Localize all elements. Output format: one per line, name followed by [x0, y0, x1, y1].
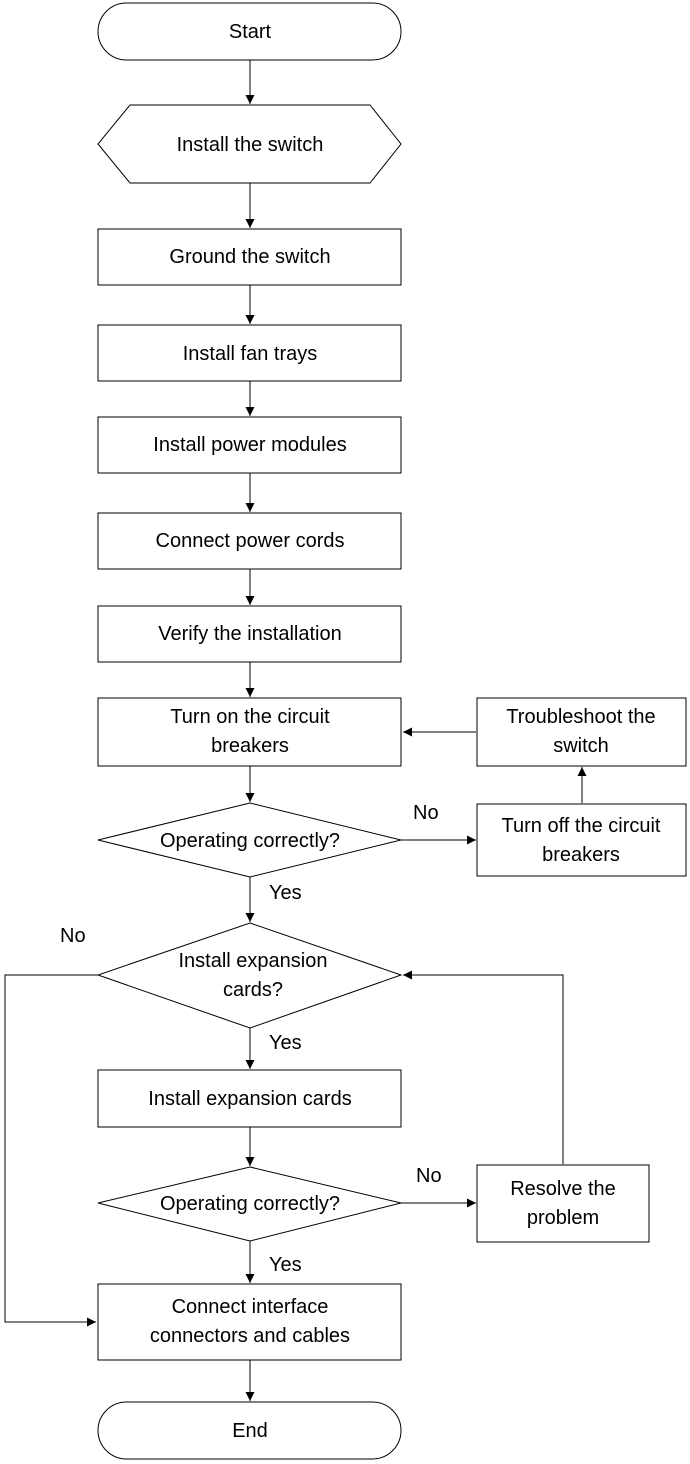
edge-expq-no-connect — [4, 974, 98, 1327]
resolve-problem-node: Resolve the problem — [476, 1164, 650, 1243]
install-expansion-decision: Install expansion cards? — [96, 922, 403, 1029]
install-expansion-cards-node: Install expansion cards — [97, 1069, 402, 1128]
exp-no-label: No — [60, 925, 86, 947]
connect-interface-node: Connect interface connectors and cables — [97, 1283, 402, 1361]
op1-no-label: No — [413, 802, 439, 824]
troubleshoot-switch-node: Troubleshoot the switch — [476, 697, 687, 767]
turn-on-breakers-label-line1: Turn on the circuit — [170, 706, 330, 728]
connect-power-cords-node: Connect power cords — [97, 512, 402, 570]
start-label: Start — [229, 21, 272, 43]
install-switch-node: Install the switch — [97, 104, 402, 184]
turn-off-breakers-label-line2: breakers — [542, 844, 620, 866]
ground-switch-node: Ground the switch — [97, 228, 402, 286]
connect-interface-label-line2: connectors and cables — [150, 1325, 350, 1347]
connect-interface-label-line1: Connect interface — [172, 1296, 329, 1318]
edge-labels: No Yes No Yes No Yes — [60, 802, 442, 1276]
resolve-problem-label-line1: Resolve the — [510, 1178, 616, 1200]
start-node: Start — [97, 2, 402, 61]
operating-correctly-2-decision: Operating correctly? — [97, 1166, 402, 1242]
op2-yes-label: Yes — [269, 1254, 302, 1276]
install-power-modules-node: Install power modules — [97, 416, 402, 474]
verify-installation-node: Verify the installation — [97, 605, 402, 663]
turn-on-breakers-node: Turn on the circuit breakers — [97, 697, 402, 767]
turn-off-breakers-node: Turn off the circuit breakers — [476, 803, 687, 877]
troubleshoot-switch-label-line2: switch — [553, 735, 609, 757]
exp-yes-label: Yes — [269, 1032, 302, 1054]
end-node: End — [97, 1401, 402, 1460]
turn-off-breakers-label-line1: Turn off the circuit — [502, 815, 661, 837]
verify-installation-label: Verify the installation — [158, 623, 341, 645]
connect-power-cords-label: Connect power cords — [156, 530, 345, 552]
op2-no-label: No — [416, 1165, 442, 1187]
troubleshoot-switch-label-line1: Troubleshoot the — [506, 706, 655, 728]
operating-correctly-2-label: Operating correctly? — [160, 1193, 340, 1215]
install-switch-label: Install the switch — [177, 134, 324, 156]
install-expansion-label-line1: Install expansion — [179, 950, 328, 972]
ground-switch-label: Ground the switch — [169, 246, 330, 268]
install-fan-trays-node: Install fan trays — [97, 324, 402, 382]
install-expansion-cards-label: Install expansion cards — [148, 1088, 351, 1110]
install-fan-trays-label: Install fan trays — [183, 343, 318, 365]
end-label: End — [232, 1420, 268, 1442]
operating-correctly-1-decision: Operating correctly? — [97, 802, 402, 878]
install-power-modules-label: Install power modules — [153, 434, 346, 456]
connectors — [4, 60, 587, 1401]
resolve-problem-label-line2: problem — [527, 1207, 599, 1229]
op1-yes-label: Yes — [269, 882, 302, 904]
turn-on-breakers-label-line2: breakers — [211, 735, 289, 757]
install-expansion-label-line2: cards? — [223, 979, 283, 1001]
edge-resolve-expq — [403, 970, 564, 1164]
operating-correctly-1-label: Operating correctly? — [160, 830, 340, 852]
